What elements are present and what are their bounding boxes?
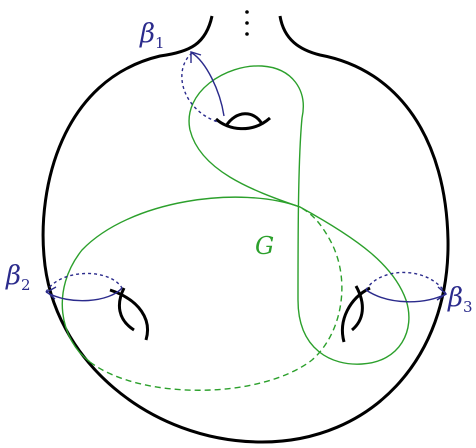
beta1-arrowhead [190, 51, 202, 63]
graph-g [61, 65, 410, 391]
beta1-curve-solid [191, 52, 225, 117]
beta2-curve-solid [45, 287, 123, 302]
label-beta1: β1 [139, 19, 165, 52]
graph-loop-top [188, 65, 410, 365]
beta3-arrowhead [436, 286, 448, 301]
handle-right [341, 285, 371, 343]
surface-outline [41, 15, 450, 444]
handle-top [214, 112, 271, 131]
graph-loop-left [61, 196, 301, 363]
graph-loop-left-dashed [89, 206, 343, 391]
beta2-arrowhead [45, 286, 57, 300]
label-beta3: β3 [447, 283, 473, 316]
beta2-curve-dashed [45, 272, 123, 293]
beta1-curve-dashed [181, 52, 219, 123]
beta-curves [45, 51, 448, 303]
label-graph: G [255, 232, 274, 260]
beta3-curve-solid [365, 289, 447, 303]
beta3-curve-dashed [365, 271, 447, 295]
label-beta2: β2 [5, 261, 31, 294]
ellipsis-dots [245, 10, 249, 36]
handle-left [109, 287, 149, 341]
